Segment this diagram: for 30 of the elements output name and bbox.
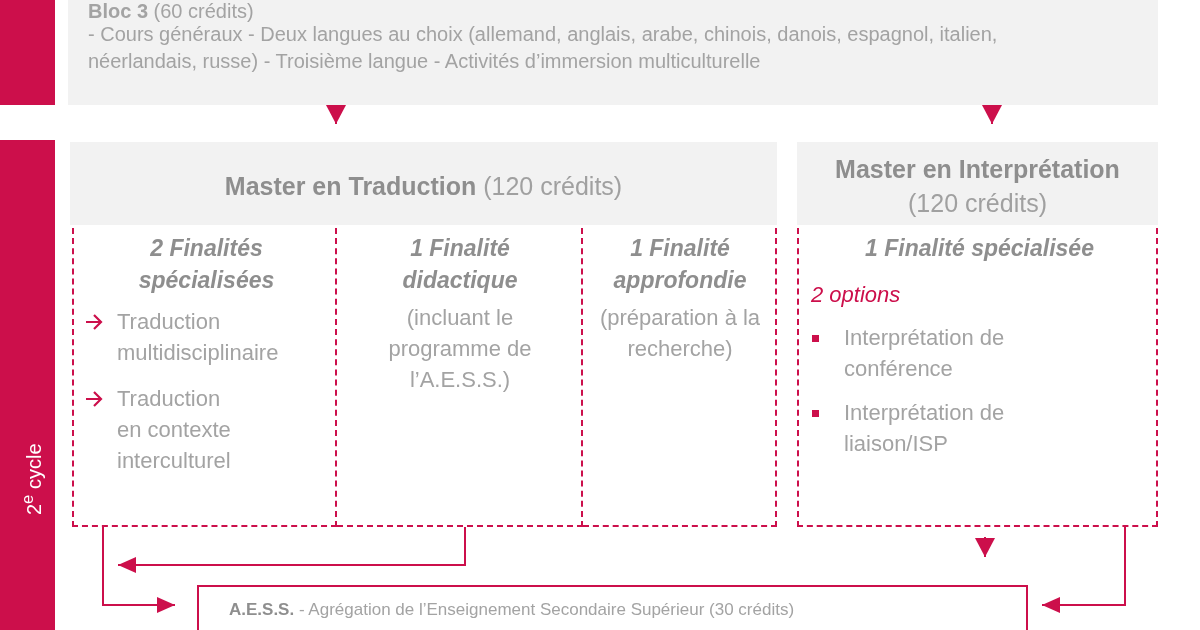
arrowhead — [975, 536, 995, 558]
track-column — [583, 228, 777, 527]
option-item: Interprétation de conférence — [844, 324, 1006, 383]
track-heading: 1 Finalité approfondie — [612, 234, 748, 295]
side-band — [0, 0, 55, 105]
track-heading: 1 Finalité didactique — [401, 234, 519, 295]
track-column — [72, 228, 337, 527]
course-list: - Cours généraux - Deux langues au choix (allemand, anglais, arabe, chinois, danois, espagnol, italien, néerlandais, russe) - Troisième langue - Activités d’immersion multiculturelle — [88, 21, 1098, 75]
track-column — [797, 228, 1158, 527]
arrowhead — [982, 104, 1002, 125]
track-note: (incluant le programme de l’A.E.S.S.) — [387, 304, 533, 394]
track-column — [337, 228, 583, 527]
program-title: Master en Interprétation (120 crédits) — [834, 154, 1121, 219]
arrow — [102, 526, 176, 613]
box-heading: Bloc 3 (60 crédits) — [88, 0, 255, 24]
program-box — [197, 585, 1028, 630]
cycle-band — [0, 140, 55, 630]
program-title: Master en Traduction (120 crédits) — [223, 171, 624, 202]
box-text: A.E.S.S. - Agrégation de l’Enseignement Secondaire Supérieur (30 crédits) — [229, 599, 796, 621]
track-heading: 2 Finalités spécialisées — [137, 234, 276, 295]
arrow — [117, 526, 466, 573]
options-label: 2 options — [811, 281, 902, 309]
option-item: Interprétation de liaison/ISP — [844, 399, 1006, 458]
track-item: Traduction multidisciplinaire — [117, 308, 280, 367]
arrowhead — [326, 104, 346, 125]
program-box — [68, 0, 1158, 105]
track-heading: 1 Finalité spécialisée — [864, 234, 1095, 263]
track-item: Traduction en contexte interculturel — [117, 385, 232, 475]
track-note: (préparation à la recherche) — [598, 304, 762, 363]
arrow — [1041, 526, 1126, 613]
